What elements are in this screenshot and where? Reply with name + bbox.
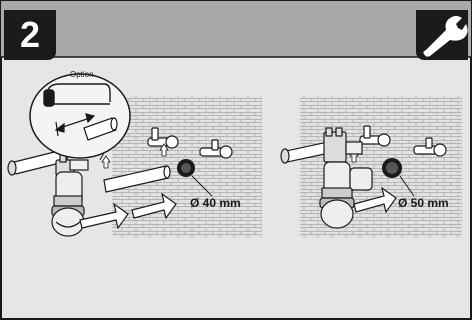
header-bar bbox=[1, 1, 471, 57]
left-wall-outlet bbox=[177, 159, 195, 177]
left-diameter-label: Ø 40 mm bbox=[190, 196, 241, 210]
right-diameter-label: Ø 50 mm bbox=[398, 196, 449, 210]
tool-badge bbox=[416, 10, 468, 60]
right-wall-outlet bbox=[382, 158, 402, 178]
option-label: Option bbox=[70, 70, 94, 79]
wrench-icon bbox=[416, 10, 468, 60]
step-number-badge: 2 bbox=[4, 10, 56, 60]
